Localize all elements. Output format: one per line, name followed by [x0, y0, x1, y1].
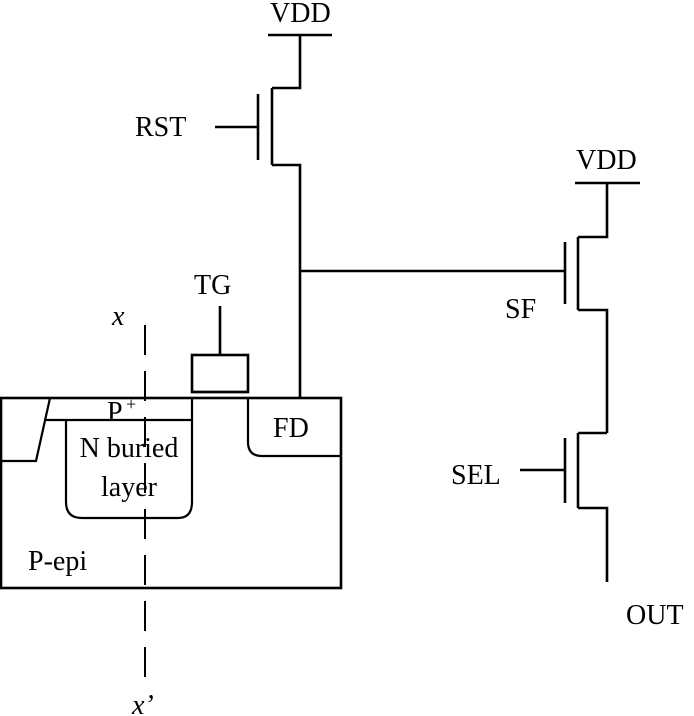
- transfer-gate: [190, 353, 250, 394]
- rst-label: RST: [135, 112, 186, 143]
- sf-label: SF: [505, 294, 536, 325]
- isolation-region: [1, 397, 52, 463]
- tg-label: TG: [194, 270, 231, 301]
- device-cross-section: [0, 306, 343, 690]
- fd-region: [246, 398, 341, 458]
- x-bottom-label: x’: [131, 690, 154, 716]
- vdd-top-label: VDD: [270, 0, 331, 29]
- n-buried-layer: [64, 420, 194, 520]
- p-plus-superscript: +: [126, 394, 136, 414]
- p-plus-label: P: [107, 397, 123, 428]
- p-epi-label: P-epi: [28, 546, 87, 577]
- sf-transistor: [563, 181, 640, 433]
- sel-transistor: [520, 431, 609, 582]
- rst-drain-wire: [272, 35, 302, 90]
- layer-label: layer: [101, 472, 158, 503]
- fd-label: FD: [273, 413, 309, 444]
- sel-source-wire: [578, 506, 609, 582]
- rst-transistor: [215, 33, 332, 398]
- sf-drain-wire: [578, 183, 609, 239]
- sel-label: SEL: [451, 460, 501, 491]
- n-buried-label: N buried: [80, 433, 179, 464]
- sf-source-wire: [578, 308, 609, 433]
- vdd-right-label: VDD: [576, 145, 637, 176]
- out-label: OUT: [626, 600, 684, 631]
- x-top-label: x: [111, 301, 125, 332]
- p-epi-substrate: [0, 396, 343, 590]
- rst-source-wire: [272, 163, 302, 398]
